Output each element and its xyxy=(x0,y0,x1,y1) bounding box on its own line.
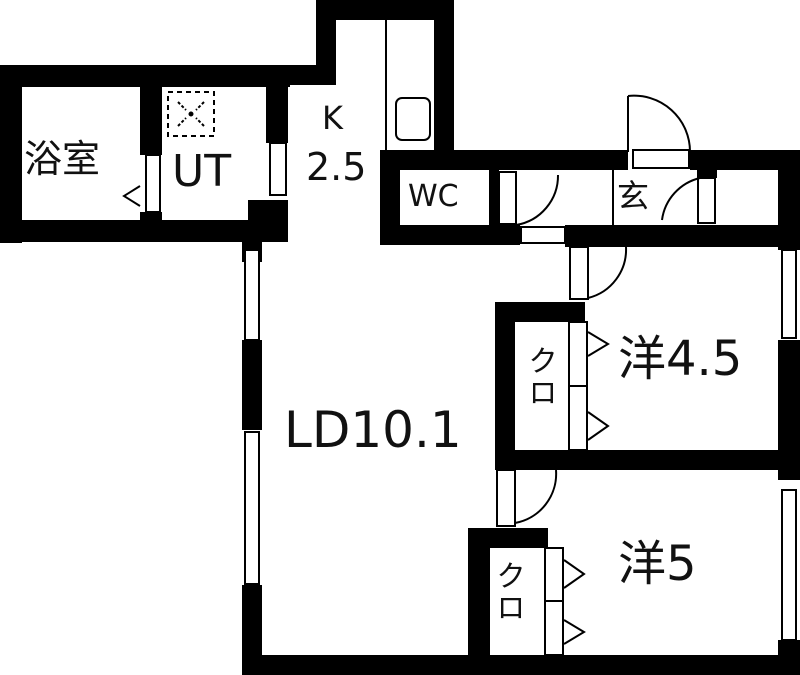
room-label-toilet: WC xyxy=(408,179,459,214)
room-size-kitchen: 2.5 xyxy=(306,145,367,189)
fixtures xyxy=(122,20,716,656)
room-label-western2: 洋5 xyxy=(618,536,697,592)
room-label-living: LD10.1 xyxy=(284,401,462,459)
room-label-closet2: クロ xyxy=(490,560,525,624)
room-label-western1: 洋4.5 xyxy=(618,331,743,387)
room-label-bath: 浴室 xyxy=(24,137,101,181)
windows xyxy=(145,142,797,641)
room-label-utility: UT xyxy=(172,146,232,197)
room-label-kitchen: K xyxy=(322,99,343,137)
room-label-entrance: 玄 xyxy=(617,177,650,215)
room-label-closet1: クロ xyxy=(522,345,557,409)
